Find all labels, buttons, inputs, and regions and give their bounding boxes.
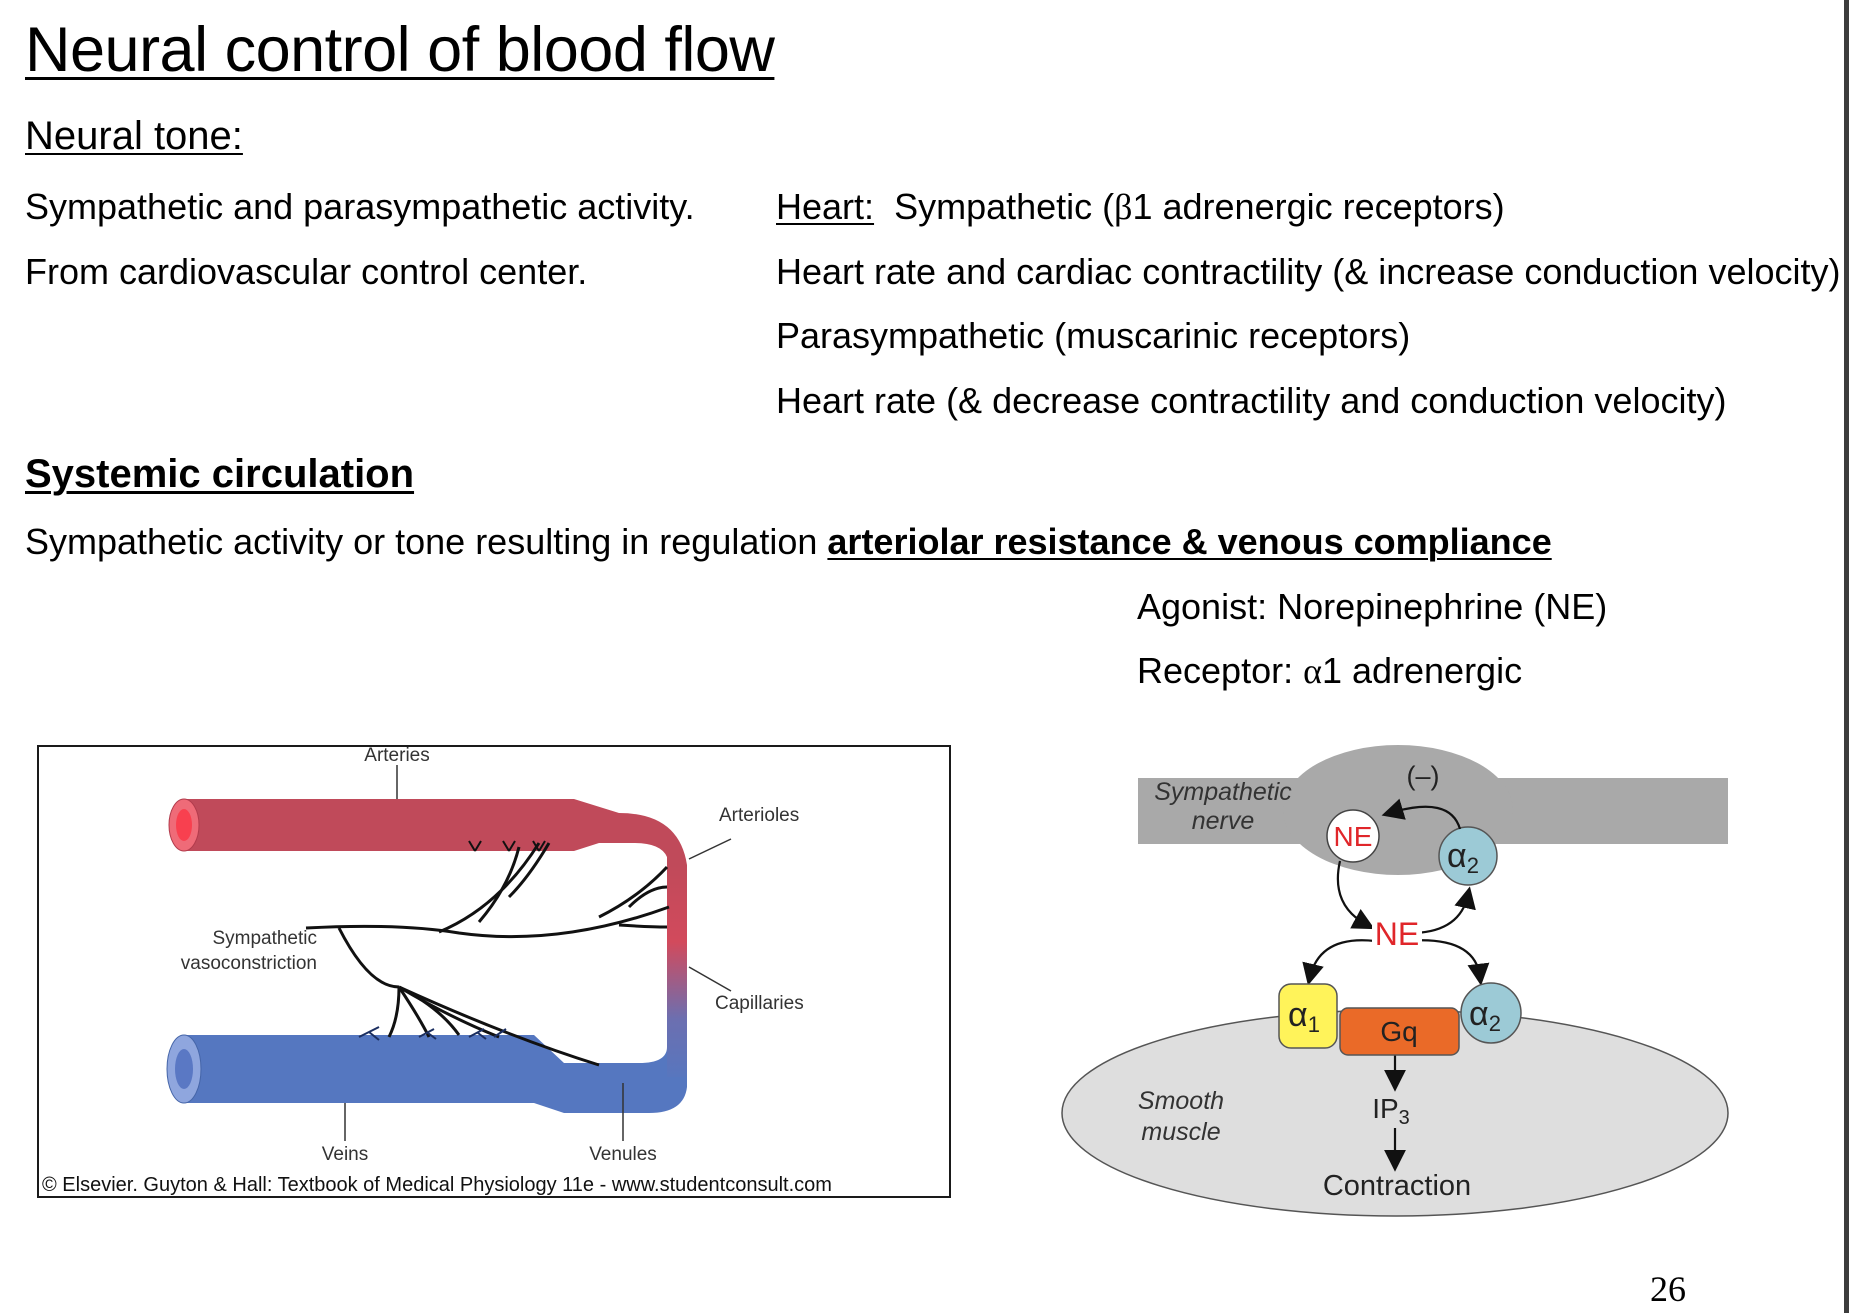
artery <box>184 799 687 887</box>
receptor-line: Receptor: α1 adrenergic <box>1137 650 1522 692</box>
vein <box>184 1035 687 1113</box>
ne-vesicle-label: NE <box>1334 821 1373 852</box>
heart-sympathetic-prefix: Sympathetic ( <box>894 186 1115 227</box>
neural-tone-line-2: From cardiovascular control center. <box>25 251 588 292</box>
slide-title: Neural control of blood flow <box>25 15 775 85</box>
figure-credit: © Elsevier. Guyton & Hall: Textbook of M… <box>42 1174 832 1196</box>
alpha2-postsynaptic <box>1460 982 1522 1044</box>
beta-symbol: β <box>1114 187 1133 227</box>
heart-parasympathetic-line: Parasympathetic (muscarinic receptors) <box>776 315 1411 356</box>
label-smooth: Smooth <box>1138 1087 1224 1115</box>
ne-vesicle <box>1326 809 1380 863</box>
nerve-endings-artery <box>468 840 546 852</box>
agonist-line: Agonist: Norepinephrine (NE) <box>1137 586 1608 627</box>
label-arteries: Arteries <box>364 747 429 766</box>
ip3-sub: 3 <box>1399 1107 1410 1129</box>
alpha2-pre-symbol: α <box>1447 837 1467 875</box>
svg-text:IP3: IP3 <box>1372 1093 1410 1129</box>
receptor-diagram: Sympathetic nerve (–) NE α2 NE α1 Gq α2 <box>1061 745 1729 1217</box>
neural-tone-line-1: Sympathetic and parasympathetic activity… <box>25 186 695 227</box>
label-vasoconstriction: vasoconstriction <box>181 953 317 974</box>
label-capillaries: Capillaries <box>715 993 804 1014</box>
alpha2-presynaptic <box>1438 826 1498 886</box>
alpha1-symbol: α <box>1288 996 1308 1034</box>
heart-effect-parasympathetic: Heart rate (& decrease contractility and… <box>776 380 1727 421</box>
receptor-signaling-figure: Sympathetic nerve (–) NE α2 NE α1 Gq α2 <box>1055 735 1745 1225</box>
alpha1-sub: 1 <box>1308 1012 1320 1037</box>
vessel-innervation-figure: Arteries Arterioles Sympathetic vasocons… <box>37 745 951 1198</box>
svg-text:α1: α1 <box>1288 996 1320 1037</box>
label-inhibition: (–) <box>1407 761 1440 791</box>
alpha1-receptor <box>1278 983 1338 1049</box>
systemic-heading: Systemic circulation <box>25 452 415 496</box>
label-muscle: muscle <box>1141 1118 1220 1146</box>
label-arterioles: Arterioles <box>719 805 799 826</box>
systemic-emphasis: arteriolar resistance & venous complianc… <box>827 521 1552 562</box>
systemic-sentence: Sympathetic activity or tone resulting i… <box>25 521 1552 563</box>
heart-sympathetic-suffix: 1 adrenergic receptors) <box>1132 186 1505 227</box>
ip3-label: IP <box>1372 1093 1398 1124</box>
gq-label: Gq <box>1380 1016 1417 1047</box>
ne-released-label: NE <box>1375 916 1419 952</box>
receptor-suffix: 1 adrenergic <box>1321 650 1523 691</box>
alpha2-pre-sub: 2 <box>1467 853 1479 878</box>
receptor-prefix: Receptor: <box>1137 650 1304 691</box>
nerve-endings-vein <box>358 1026 507 1041</box>
label-sympathetic: Sympathetic <box>212 928 317 949</box>
alpha2-post-sub: 2 <box>1489 1011 1501 1036</box>
alpha2-post-symbol: α <box>1469 995 1489 1033</box>
neural-tone-heading: Neural tone: <box>25 114 243 158</box>
label-nerve: nerve <box>1192 807 1255 835</box>
systemic-sentence-prefix: Sympathetic activity or tone resulting i… <box>25 521 828 562</box>
gq-protein <box>1339 1007 1460 1056</box>
svg-text:α2: α2 <box>1469 995 1501 1036</box>
svg-text:α2: α2 <box>1447 837 1479 878</box>
nerve-fibers <box>305 842 670 1067</box>
label-veins: Veins <box>322 1144 368 1165</box>
heart-sympathetic-line: Heart: Sympathetic (β1 adrenergic recept… <box>776 186 1505 228</box>
vessel-diagram: Arteries Arterioles Sympathetic vasocons… <box>42 745 832 1196</box>
window-edge <box>1844 0 1849 1313</box>
heart-effect-sympathetic: Heart rate and cardiac contractility (& … <box>776 251 1841 292</box>
signal-arrows <box>1302 798 1490 1172</box>
label-contraction: Contraction <box>1323 1170 1471 1202</box>
page-number: 26 <box>1650 1269 1686 1309</box>
alpha-symbol: α <box>1303 651 1322 691</box>
heart-label: Heart: <box>776 186 875 227</box>
label-sympathetic-nerve: Sympathetic <box>1154 778 1292 806</box>
capillary <box>667 865 687 1085</box>
label-venules: Venules <box>589 1144 657 1165</box>
